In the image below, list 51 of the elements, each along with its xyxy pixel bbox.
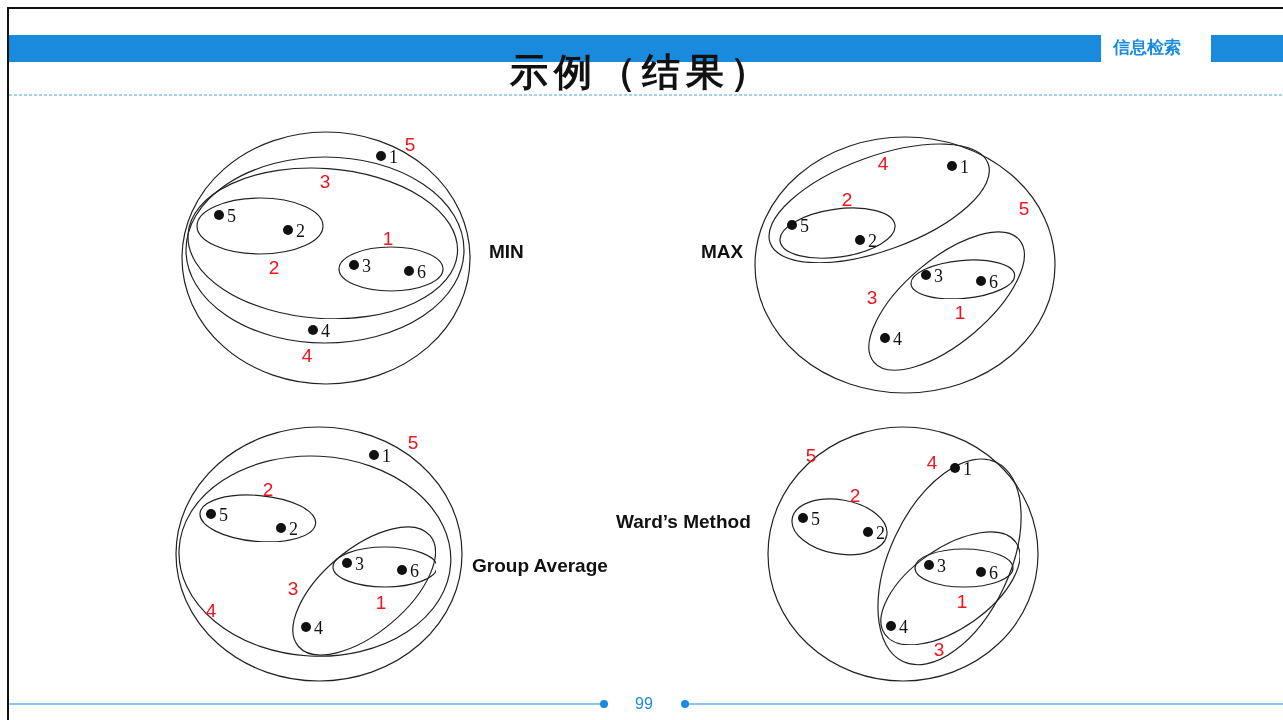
cluster-number: 5	[404, 135, 416, 155]
method-label: MIN	[489, 241, 524, 263]
cluster-number: 2	[849, 486, 861, 506]
point-label: 4	[898, 617, 908, 636]
cluster-number: 5	[407, 433, 419, 453]
page-number: 99	[635, 694, 653, 714]
point-label: 5	[811, 510, 820, 528]
point-label: 1	[963, 460, 972, 478]
cluster-number: 4	[877, 154, 889, 174]
method-label: Ward’s Method	[616, 511, 751, 533]
point-label: 5	[800, 217, 809, 235]
cluster-number: 2	[262, 480, 274, 500]
point-label: 1	[960, 158, 969, 176]
cluster-number: 4	[205, 601, 217, 621]
cluster-number: 5	[1018, 199, 1030, 219]
point-label: 6	[409, 561, 419, 580]
point-label: 2	[289, 519, 298, 538]
point-label: 4	[313, 618, 323, 637]
cluster-number: 3	[866, 288, 878, 308]
point-label: 4	[321, 322, 330, 340]
method-label: Group Average	[472, 555, 608, 577]
point-label: 6	[989, 272, 998, 291]
point-label: 1	[389, 148, 398, 166]
method-label: MAX	[701, 241, 744, 263]
point-label: 5	[219, 505, 228, 524]
section-tag: 信息检索	[1113, 36, 1181, 60]
point-label: 2	[296, 222, 305, 240]
point-label: 3	[934, 266, 943, 285]
cluster-number: 4	[926, 453, 938, 473]
cluster-number: 4	[301, 346, 313, 366]
point-label: 3	[936, 556, 946, 575]
point-label: 5	[227, 207, 236, 225]
point-label: 1	[382, 447, 391, 465]
title: 示例（结果）	[509, 49, 774, 94]
cluster-number: 1	[956, 592, 968, 612]
point-label: 6	[417, 263, 426, 281]
point-label: 3	[362, 257, 371, 275]
cluster-number: 1	[375, 593, 387, 613]
point-label: 2	[868, 232, 877, 250]
point-label: 6	[988, 563, 998, 582]
cluster-number: 2	[268, 258, 280, 278]
cluster-number: 3	[287, 579, 299, 599]
cluster-number: 2	[841, 190, 853, 210]
point-label: 2	[876, 524, 885, 542]
point-label: 3	[354, 554, 364, 573]
cluster-number: 3	[319, 172, 331, 192]
cluster-number: 1	[382, 229, 394, 249]
cluster-number: 3	[933, 640, 945, 660]
cluster-number: 5	[805, 446, 817, 466]
point-label: 4	[893, 330, 902, 348]
cluster-number: 1	[954, 303, 966, 323]
